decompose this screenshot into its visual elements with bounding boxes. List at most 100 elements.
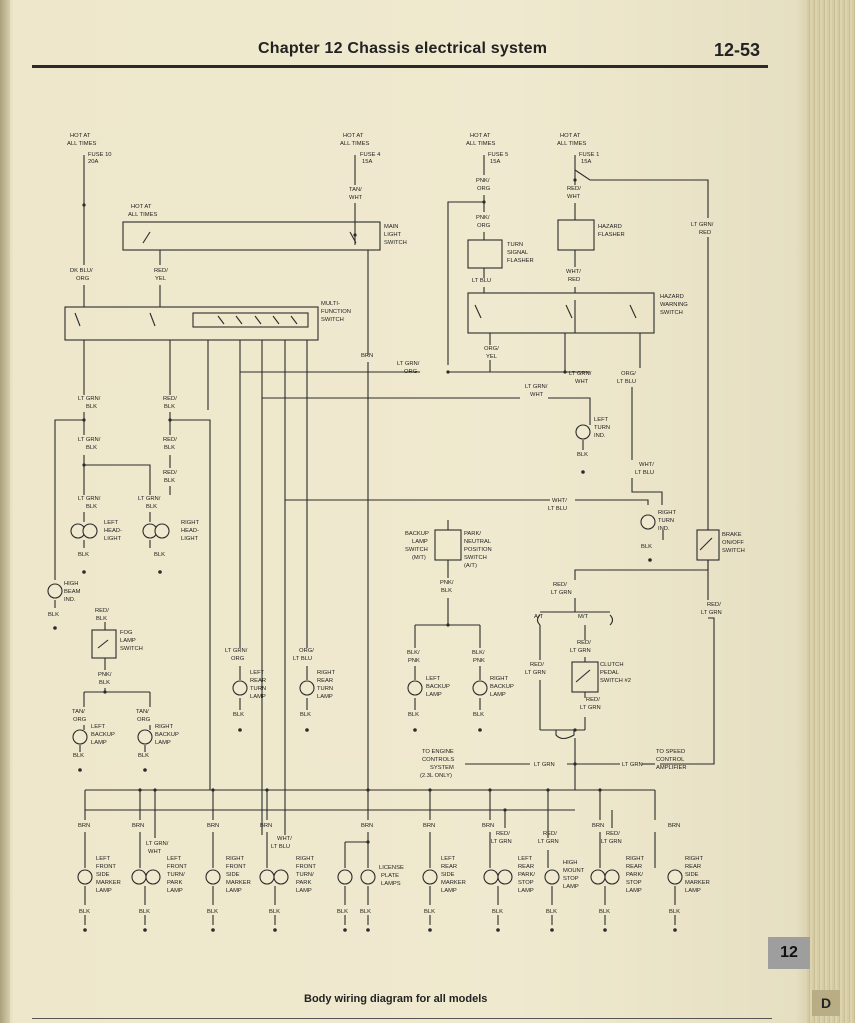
left-front-side-marker-lamp xyxy=(77,869,93,885)
left-front-turn-lamp-2 xyxy=(145,869,161,885)
label-rbl1: RIGHT xyxy=(490,676,508,682)
label-rft5: LAMP xyxy=(296,888,312,894)
label-mfs2: FUNCTION xyxy=(321,309,351,315)
label-redyel1: RED/ xyxy=(154,268,168,274)
right-front-backup-lamp xyxy=(137,729,153,745)
label-pnkblk1: PNK/ xyxy=(440,580,454,586)
label-brn_e: BRN xyxy=(361,823,373,829)
label-f5a: FUSE 5 xyxy=(488,152,508,158)
label-blk_5: BLK xyxy=(337,909,348,915)
label-whtlb5: WHT/ xyxy=(277,836,292,842)
label-redlg5: RED/ xyxy=(530,662,544,668)
label-lrp1: LEFT xyxy=(518,856,533,862)
label-rhl1: RIGHT xyxy=(181,520,199,526)
right-rear-turn-lamp xyxy=(299,680,315,696)
label-whtred2: RED xyxy=(568,277,580,283)
label-redblk3: RED/ xyxy=(163,437,177,443)
left-rear-turn-lamp xyxy=(232,680,248,696)
label-lbl2: BACKUP xyxy=(426,684,450,690)
label-blk_lbl: BLK xyxy=(408,712,419,718)
ground-symbols xyxy=(53,470,677,932)
label-ltgb8: BLK xyxy=(146,504,157,510)
label-whtlb6: LT BLU xyxy=(271,844,290,850)
label-lfb2: BACKUP xyxy=(91,732,115,738)
label-blk_8: BLK xyxy=(492,909,503,915)
label-bls1: BACKUP xyxy=(405,531,429,537)
label-hot3a: HOT AT xyxy=(470,133,491,139)
right-turn-ind-lamp xyxy=(640,514,656,530)
label-rhl2: HEAD- xyxy=(181,528,199,534)
label-rfs1: RIGHT xyxy=(226,856,244,862)
label-tanorg1: TAN/ xyxy=(72,709,85,715)
left-turn-ind-lamp xyxy=(575,424,591,440)
label-ltgw6: WHT xyxy=(148,849,162,855)
label-lic1: LICENSE xyxy=(379,865,404,871)
label-rbl2: BACKUP xyxy=(490,684,514,690)
label-rti3: IND. xyxy=(658,526,670,532)
label-pnkblk3: PNK/ xyxy=(98,672,112,678)
label-redlg2: LT GRN xyxy=(551,590,572,596)
label-cps2: PEDAL xyxy=(600,670,620,676)
label-lrt4: LAMP xyxy=(250,694,266,700)
label-lrs2: REAR xyxy=(441,864,457,870)
label-lti1: LEFT xyxy=(594,417,609,423)
label-rti2: TURN xyxy=(658,518,674,524)
label-lfs5: LAMP xyxy=(96,888,112,894)
label-rrs2: REAR xyxy=(685,864,701,870)
label-bls3: SWITCH xyxy=(405,547,428,553)
label-rrs4: MARKER xyxy=(685,880,710,886)
label-rrt2: REAR xyxy=(317,678,333,684)
label-ltgw5: LT GRN/ xyxy=(146,841,169,847)
label-brn_c: BRN xyxy=(207,823,219,829)
label-lfb1: LEFT xyxy=(91,724,106,730)
label-bs3: SWITCH xyxy=(722,548,745,554)
label-mls2: LIGHT xyxy=(384,232,402,238)
label-blk_2: BLK xyxy=(139,909,150,915)
label-f10b: 20A xyxy=(88,159,98,165)
label-tsc2: CONTROL xyxy=(656,757,685,763)
book-spine-shadow xyxy=(0,0,10,1023)
label-blk_lti: BLK xyxy=(577,452,588,458)
page-edge-stack xyxy=(807,0,855,1023)
label-hot4a: HOT AT xyxy=(560,133,581,139)
label-blk_11: BLK xyxy=(669,909,680,915)
label-tsf2: SIGNAL xyxy=(507,250,529,256)
label-f1a: FUSE 1 xyxy=(579,152,599,158)
label-blk_rrt: BLK xyxy=(300,712,311,718)
label-brn1: BRN xyxy=(361,353,373,359)
label-rti1: RIGHT xyxy=(658,510,676,516)
label-redlg4: LT GRN xyxy=(570,648,591,654)
label-pns5: (A/T) xyxy=(464,563,477,569)
lamps xyxy=(47,424,683,885)
left-front-turn-lamp-1 xyxy=(131,869,147,885)
label-lic2: PLATE xyxy=(381,873,399,879)
label-ltgo4: ORG xyxy=(231,656,245,662)
label-rft2: FRONT xyxy=(296,864,316,870)
label-rrp3: PARK/ xyxy=(626,872,643,878)
label-bs2: ON/OFF xyxy=(722,540,744,546)
label-whtlb3: WHT/ xyxy=(552,498,567,504)
label-ltgrnred2: RED xyxy=(699,230,711,236)
label-lti2: TURN xyxy=(594,425,610,431)
label-orglb4: LT BLU xyxy=(293,656,312,662)
label-redlg13: RED/ xyxy=(543,831,557,837)
label-pns3: POSITION xyxy=(464,547,492,553)
label-hb3: IND. xyxy=(64,597,76,603)
right-backup-lamp xyxy=(472,680,488,696)
label-lhl2: HEAD- xyxy=(104,528,122,534)
license-plate-lamp-2 xyxy=(360,869,376,885)
label-pnkblk4: BLK xyxy=(99,680,110,686)
label-tanwht2: WHT xyxy=(349,195,363,201)
label-ltgw4: WHT xyxy=(530,392,544,398)
label-hot1b: ALL TIMES xyxy=(67,141,96,147)
label-redblk5: RED/ xyxy=(163,470,177,476)
label-fog1: FOG xyxy=(120,630,133,636)
label-redyel2: YEL xyxy=(155,276,167,282)
label-ltgb4: BLK xyxy=(86,445,97,451)
label-lrp2: REAR xyxy=(518,864,534,870)
label-blk_10: BLK xyxy=(599,909,610,915)
label-ltgrn2: LT GRN xyxy=(622,762,643,768)
